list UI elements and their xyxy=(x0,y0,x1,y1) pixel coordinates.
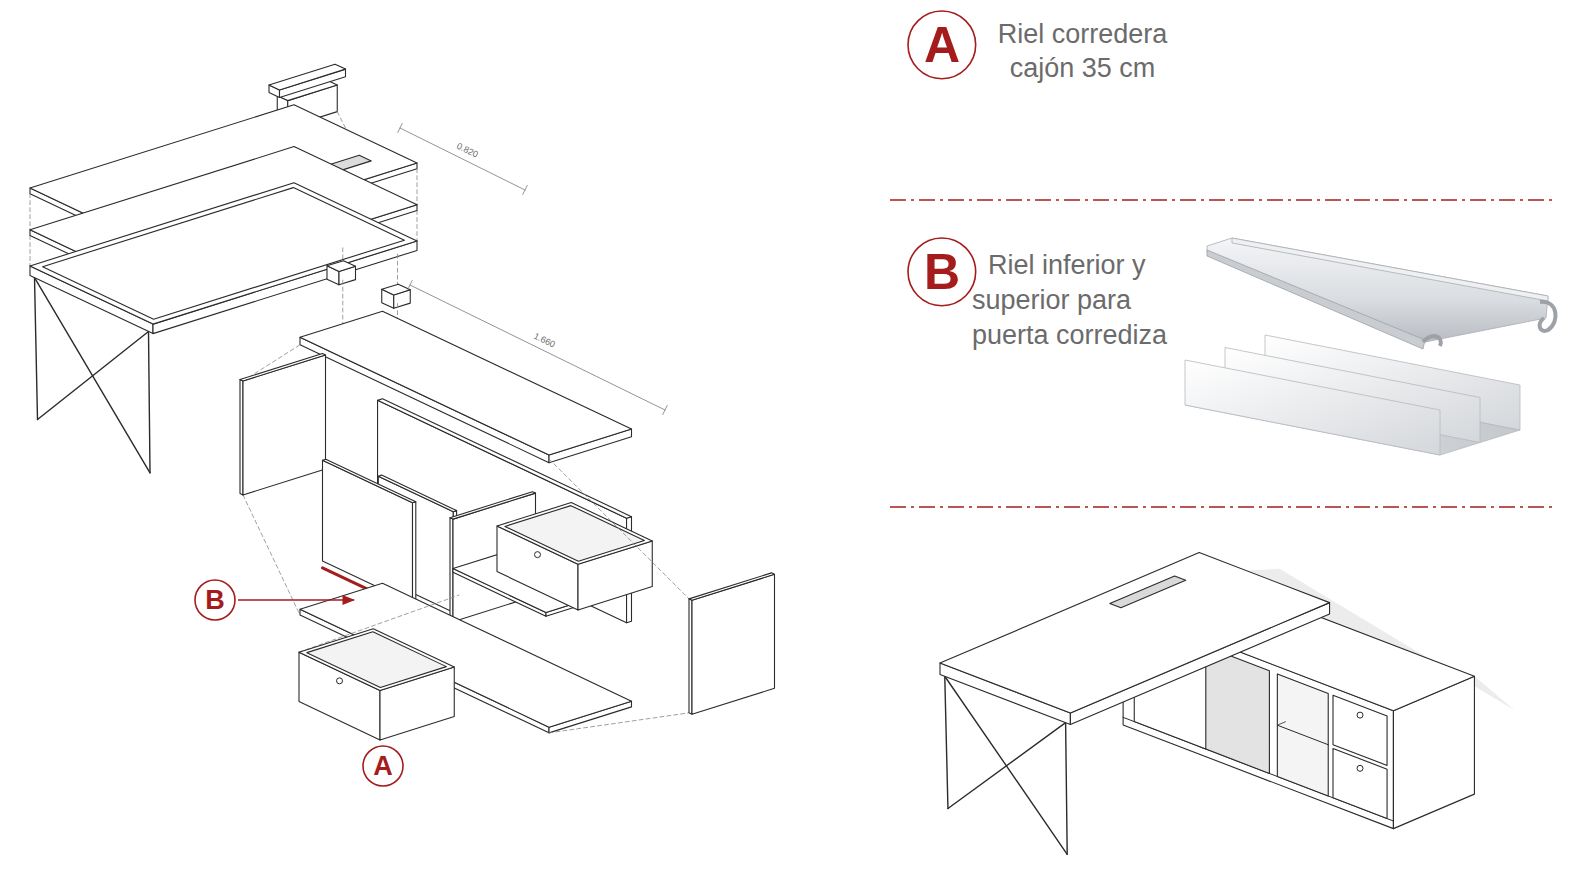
circle-outline xyxy=(908,11,976,79)
exploded-cabinet xyxy=(240,311,775,740)
exploded-desk xyxy=(30,64,417,473)
cable-cover xyxy=(269,64,346,90)
desk-frame xyxy=(30,183,417,324)
dimension-label: 1.660 xyxy=(530,331,558,352)
leader-line xyxy=(238,599,354,601)
callout-circle: B xyxy=(907,237,977,307)
drawer-knob xyxy=(1357,712,1363,718)
circle-outline xyxy=(195,580,235,620)
sliding-door xyxy=(323,459,416,503)
dimension-lines xyxy=(398,124,667,415)
callout-circle: A xyxy=(907,10,977,80)
circle-outline xyxy=(908,238,976,306)
desk-leg xyxy=(35,278,38,420)
drawer-front xyxy=(1333,695,1387,765)
dimension-label: 0.820 xyxy=(453,141,481,162)
shelf-line xyxy=(1277,725,1328,745)
callout-letter: B xyxy=(924,247,960,297)
drawer-knob xyxy=(337,678,343,684)
rail-lip xyxy=(1207,250,1425,349)
side-panel xyxy=(689,573,775,600)
cable-slot xyxy=(1110,576,1186,608)
separator-line xyxy=(890,199,1552,201)
guide-line xyxy=(243,495,300,615)
legend-description: Riel inferior y superior para puerta cor… xyxy=(972,248,1197,353)
sliding-door xyxy=(413,502,416,604)
guide-line xyxy=(549,713,689,733)
desk-leg xyxy=(948,723,1066,809)
callout-letter: A xyxy=(924,20,960,70)
circle-outline xyxy=(363,746,403,786)
frame-opening xyxy=(43,188,405,320)
shelf-line xyxy=(1277,722,1285,725)
guide-line xyxy=(30,236,31,266)
rail-pictures xyxy=(1185,238,1556,455)
guide-line xyxy=(549,459,689,599)
drawer-knob xyxy=(535,552,541,558)
separators xyxy=(890,200,1552,507)
drawer-box xyxy=(299,629,454,691)
rail-curl xyxy=(1540,302,1556,331)
drawer-knob xyxy=(1357,765,1363,771)
dimension-line xyxy=(410,285,665,410)
connector-block xyxy=(382,284,411,295)
legend-description: Riel corredera cajón 35 cm xyxy=(975,18,1190,86)
separator-line xyxy=(890,506,1552,508)
desk-leg xyxy=(945,676,948,808)
guide-line xyxy=(417,169,418,205)
guide-line xyxy=(30,194,31,230)
cabinet-top xyxy=(300,311,632,455)
dimension-tick xyxy=(408,281,412,290)
rail-wall xyxy=(1185,360,1440,455)
callout-circle: A xyxy=(362,745,404,787)
drawer-inner xyxy=(307,632,447,688)
assembled-desk xyxy=(940,553,1515,855)
dimension-line xyxy=(400,128,525,190)
rail-curl xyxy=(1423,336,1441,346)
callout-letter: A xyxy=(373,753,393,780)
connector-block xyxy=(327,261,356,272)
divider-panel xyxy=(450,492,536,519)
rail-lip xyxy=(1232,238,1548,301)
callout-circle: B xyxy=(194,579,236,621)
desk-top xyxy=(940,553,1330,713)
dimension-tick xyxy=(663,406,667,415)
callout-letter: B xyxy=(205,587,225,614)
desk-leg xyxy=(149,331,151,472)
open-compartment xyxy=(1277,674,1328,796)
desk-leg xyxy=(1066,723,1068,855)
guide-line xyxy=(417,211,418,241)
dimension-tick xyxy=(398,124,402,133)
side-panel xyxy=(240,354,326,381)
drawer-box xyxy=(497,503,652,565)
desk-leg xyxy=(38,331,149,419)
dimension-tick xyxy=(523,186,527,195)
